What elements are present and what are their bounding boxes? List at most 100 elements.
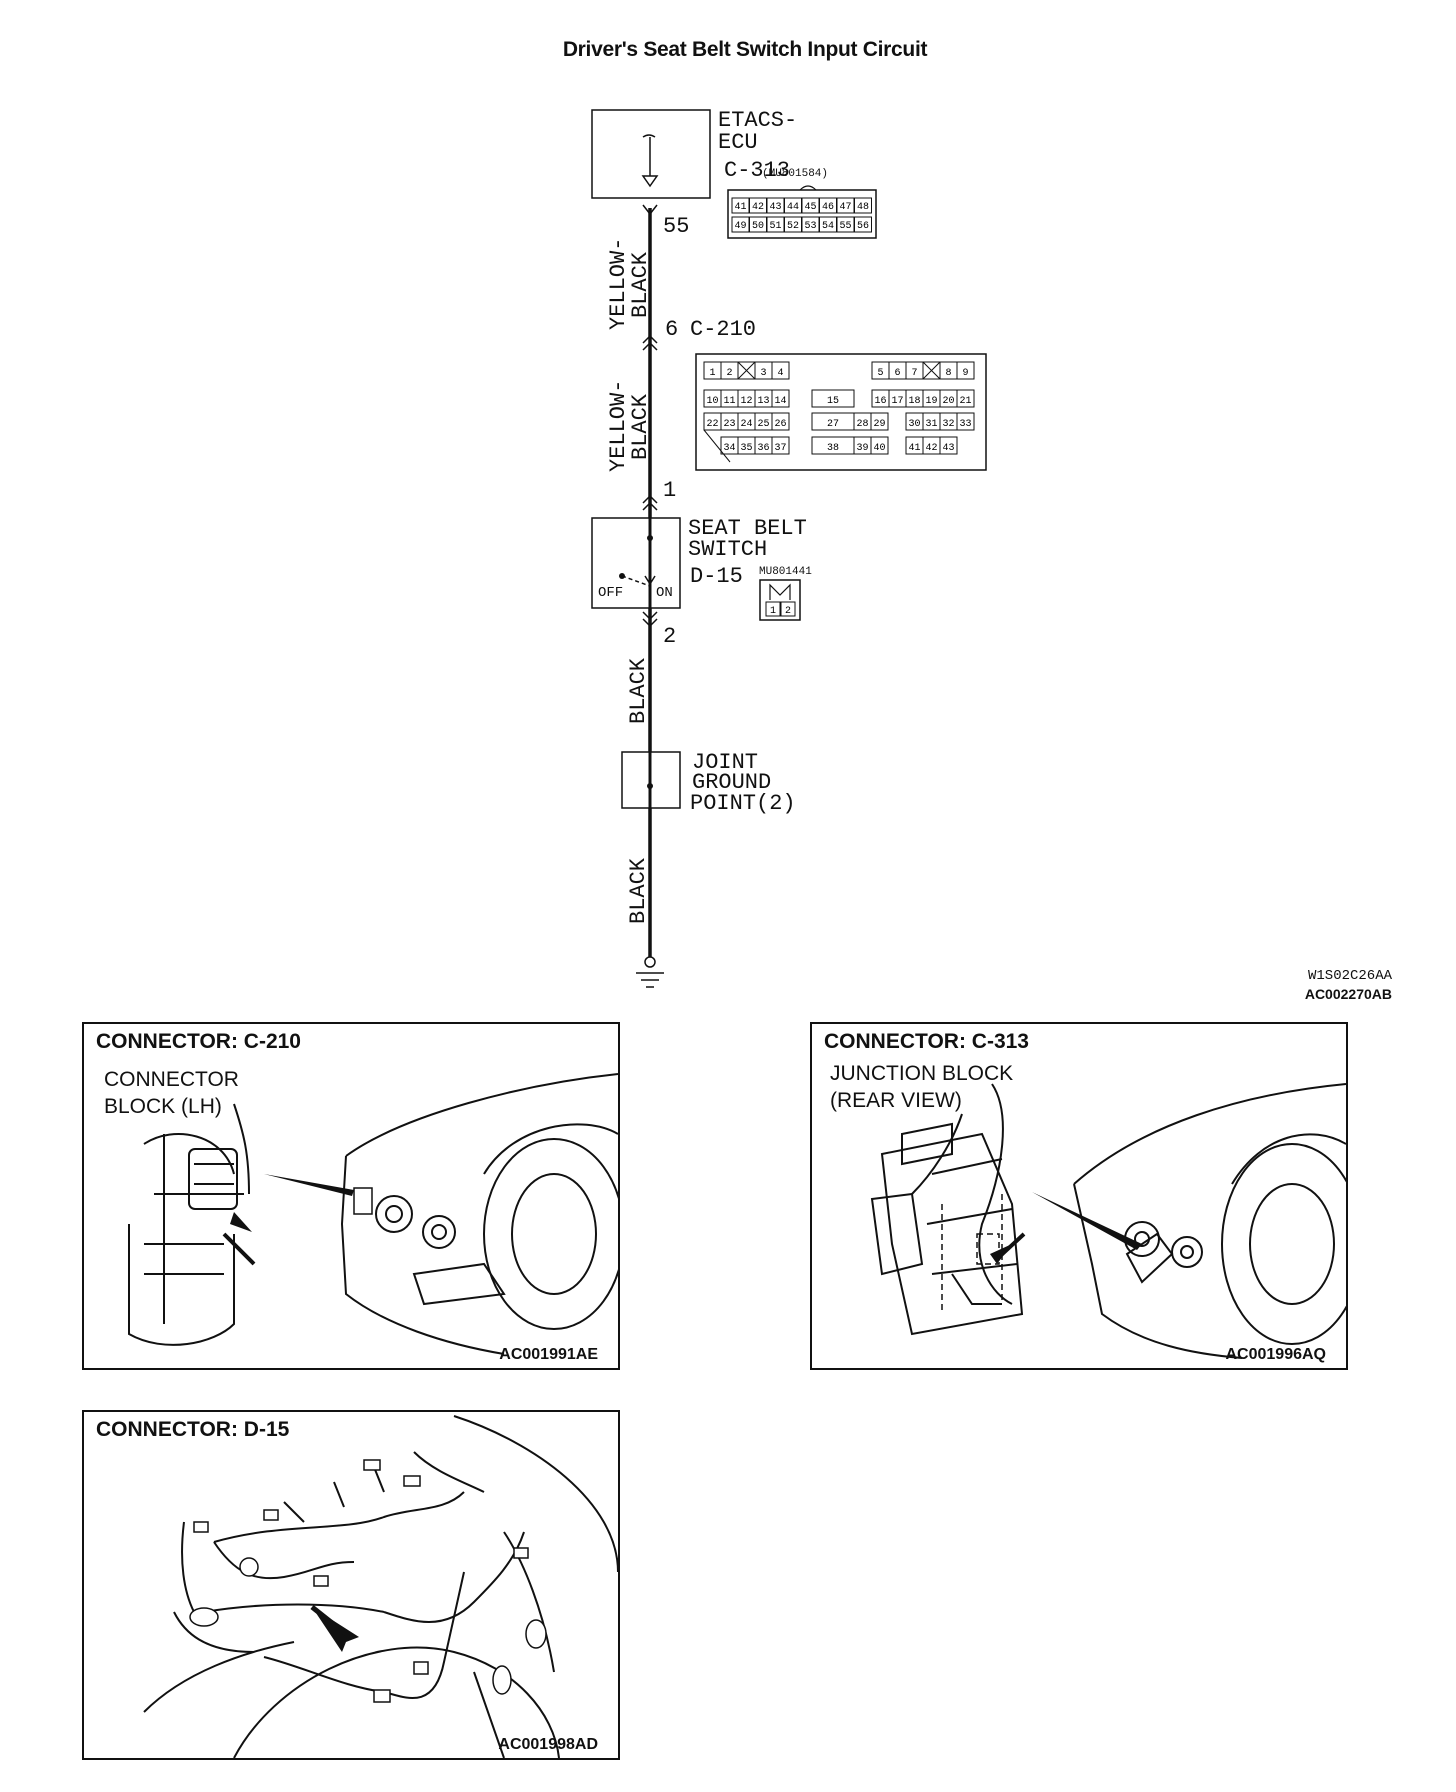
wire-label-1b: BLACK bbox=[628, 251, 653, 318]
ecu-pin-cell: 45 bbox=[804, 202, 816, 213]
figure-ref-1: W1S02C26AA bbox=[1307, 968, 1392, 984]
c210-illustration bbox=[128, 1073, 618, 1355]
c210-pin-cell: 34 bbox=[723, 443, 735, 454]
c210-pin-cell: 36 bbox=[757, 443, 769, 454]
c210-pin-cell: 13 bbox=[757, 396, 769, 407]
c210-pin-cell: 27 bbox=[827, 419, 839, 430]
d15-illustration bbox=[143, 1415, 618, 1758]
c210-pin-cell: 33 bbox=[959, 419, 971, 430]
c210-pin-cell: 18 bbox=[908, 396, 920, 407]
ecu-pin-cell: 47 bbox=[839, 202, 851, 213]
ecu-pin-cell: 50 bbox=[752, 221, 764, 232]
ground-icon bbox=[636, 972, 664, 988]
ecu-pin-cell: 56 bbox=[857, 221, 869, 232]
c210-pin-cell: 41 bbox=[908, 443, 920, 454]
ecu-pin-cell: 49 bbox=[734, 221, 746, 232]
switch-name-1: SEAT BELT bbox=[688, 516, 807, 541]
figure-ref-2: AC002270AB bbox=[1304, 986, 1392, 1002]
c210-pin-cell: 26 bbox=[774, 419, 786, 430]
ecu-pin-cell: 52 bbox=[787, 221, 799, 232]
c210-pin-cell: 37 bbox=[774, 443, 786, 454]
ecu-name-1: ETACS- bbox=[718, 108, 797, 133]
c210-pin-cell: 22 bbox=[706, 419, 718, 430]
c210-pin-cell: 32 bbox=[942, 419, 954, 430]
c210-pin-cell: 28 bbox=[856, 419, 868, 430]
c210-pin-cell: 6 bbox=[894, 368, 900, 379]
c210-pin-cell: 16 bbox=[874, 396, 886, 407]
c210-pin-cell: 35 bbox=[740, 443, 752, 454]
ecu-box bbox=[591, 109, 711, 199]
ground-line-1: JOINT bbox=[692, 750, 758, 775]
wire-label-1a: YELLOW- bbox=[606, 238, 631, 330]
switch-box bbox=[591, 517, 681, 609]
panel-c210-label-2: BLOCK (LH) bbox=[104, 1095, 222, 1118]
switch-off-label: OFF bbox=[598, 585, 623, 601]
ecu-pin-cell: 51 bbox=[769, 221, 781, 232]
ground-line-2: GROUND bbox=[692, 770, 771, 795]
c210-pin-cell: 31 bbox=[925, 419, 937, 430]
c210-pin-cell: 2 bbox=[726, 368, 732, 379]
c210-pin-cell: 3 bbox=[760, 368, 766, 379]
switch-part-no: MU801441 bbox=[759, 566, 812, 578]
c210-pin-cell: 40 bbox=[873, 443, 885, 454]
panel-d15-header: CONNECTOR: D-15 bbox=[96, 1418, 290, 1441]
wire-label-3: BLACK bbox=[626, 657, 651, 724]
c210-pin-cell: 25 bbox=[757, 419, 769, 430]
ecu-pin: 55 bbox=[663, 214, 689, 239]
c210-pin-cell: 9 bbox=[962, 368, 968, 379]
panel-c210-header: CONNECTOR: C-210 bbox=[96, 1030, 301, 1053]
ecu-pin-cell: 55 bbox=[839, 221, 851, 232]
c210-pin-cell: 21 bbox=[959, 396, 971, 407]
wire-label-2a: YELLOW- bbox=[606, 380, 631, 472]
c210-pin-cell: 8 bbox=[945, 368, 951, 379]
c210-connector: C-210 bbox=[690, 317, 756, 342]
switch-name-2: SWITCH bbox=[688, 537, 767, 562]
c210-pin-cell: 1 bbox=[709, 368, 715, 379]
panel-d15-code: AC001998AD bbox=[498, 1736, 598, 1753]
ecu-pin-cell: 48 bbox=[857, 202, 869, 213]
c210-arrow-top bbox=[642, 334, 658, 351]
panel-connector-c313: CONNECTOR: C-313 JUNCTION BLOCK (REAR VI… bbox=[810, 1022, 1348, 1370]
switch-on-label: ON bbox=[656, 585, 673, 601]
c210-pin-cell: 12 bbox=[740, 396, 752, 407]
ecu-pin-cell: 54 bbox=[822, 221, 834, 232]
c210-pin-cell: 43 bbox=[942, 443, 954, 454]
ecu-pin-cell: 44 bbox=[787, 202, 799, 213]
wire-label-4: BLACK bbox=[626, 857, 651, 924]
ecu-pin-cell: 43 bbox=[769, 202, 781, 213]
c210-pin-cell: 4 bbox=[777, 368, 783, 379]
c210-pin-cell: 42 bbox=[925, 443, 937, 454]
c210-pin-cell: 29 bbox=[873, 419, 885, 430]
c210-pin-cell: 11 bbox=[723, 396, 735, 407]
c210-pin-cell: 10 bbox=[706, 396, 718, 407]
c210-pin-cell: 15 bbox=[827, 396, 839, 407]
wire-label-2b: BLACK bbox=[628, 393, 653, 460]
ecu-pin-cell: 41 bbox=[734, 202, 746, 213]
ground-line-3: POINT(2) bbox=[690, 791, 796, 816]
c210-pin-cell: 5 bbox=[877, 368, 883, 379]
switch-pin-bottom: 2 bbox=[663, 624, 676, 649]
c210-pin-cell: 20 bbox=[942, 396, 954, 407]
panel-connector-c210: CONNECTOR: C-210 CONNECTOR BLOCK (LH) AC… bbox=[82, 1022, 620, 1370]
ecu-part-no: (MU801584) bbox=[762, 168, 828, 180]
switch-connector-face: 1 2 bbox=[759, 579, 801, 621]
switch-connector: D-15 bbox=[690, 564, 743, 589]
ecu-pin-cell: 46 bbox=[822, 202, 834, 213]
c210-pin-cell: 39 bbox=[856, 443, 868, 454]
ecu-symbol bbox=[641, 134, 659, 188]
diagram-title: Driver's Seat Belt Switch Input Circuit bbox=[562, 38, 928, 61]
c210-pin-cell: 17 bbox=[891, 396, 903, 407]
panel-c313-code: AC001996AQ bbox=[1225, 1346, 1327, 1363]
switch-pin-1: 1 bbox=[770, 606, 776, 617]
c210-pin-bottom: 1 bbox=[663, 478, 676, 503]
switch-pin-2: 2 bbox=[785, 606, 791, 617]
circuit-schematic: ETACS- ECU C-313 55 6 C-210 1 SEAT BELT … bbox=[591, 108, 987, 988]
c210-pin-cell: 24 bbox=[740, 419, 752, 430]
panel-c210-code: AC001991AE bbox=[499, 1346, 598, 1363]
panel-c313-label-1: JUNCTION BLOCK bbox=[830, 1062, 1014, 1085]
c210-arrow-bottom bbox=[642, 494, 658, 511]
c210-pin-cell: 38 bbox=[827, 443, 839, 454]
panel-c313-header: CONNECTOR: C-313 bbox=[824, 1030, 1029, 1053]
